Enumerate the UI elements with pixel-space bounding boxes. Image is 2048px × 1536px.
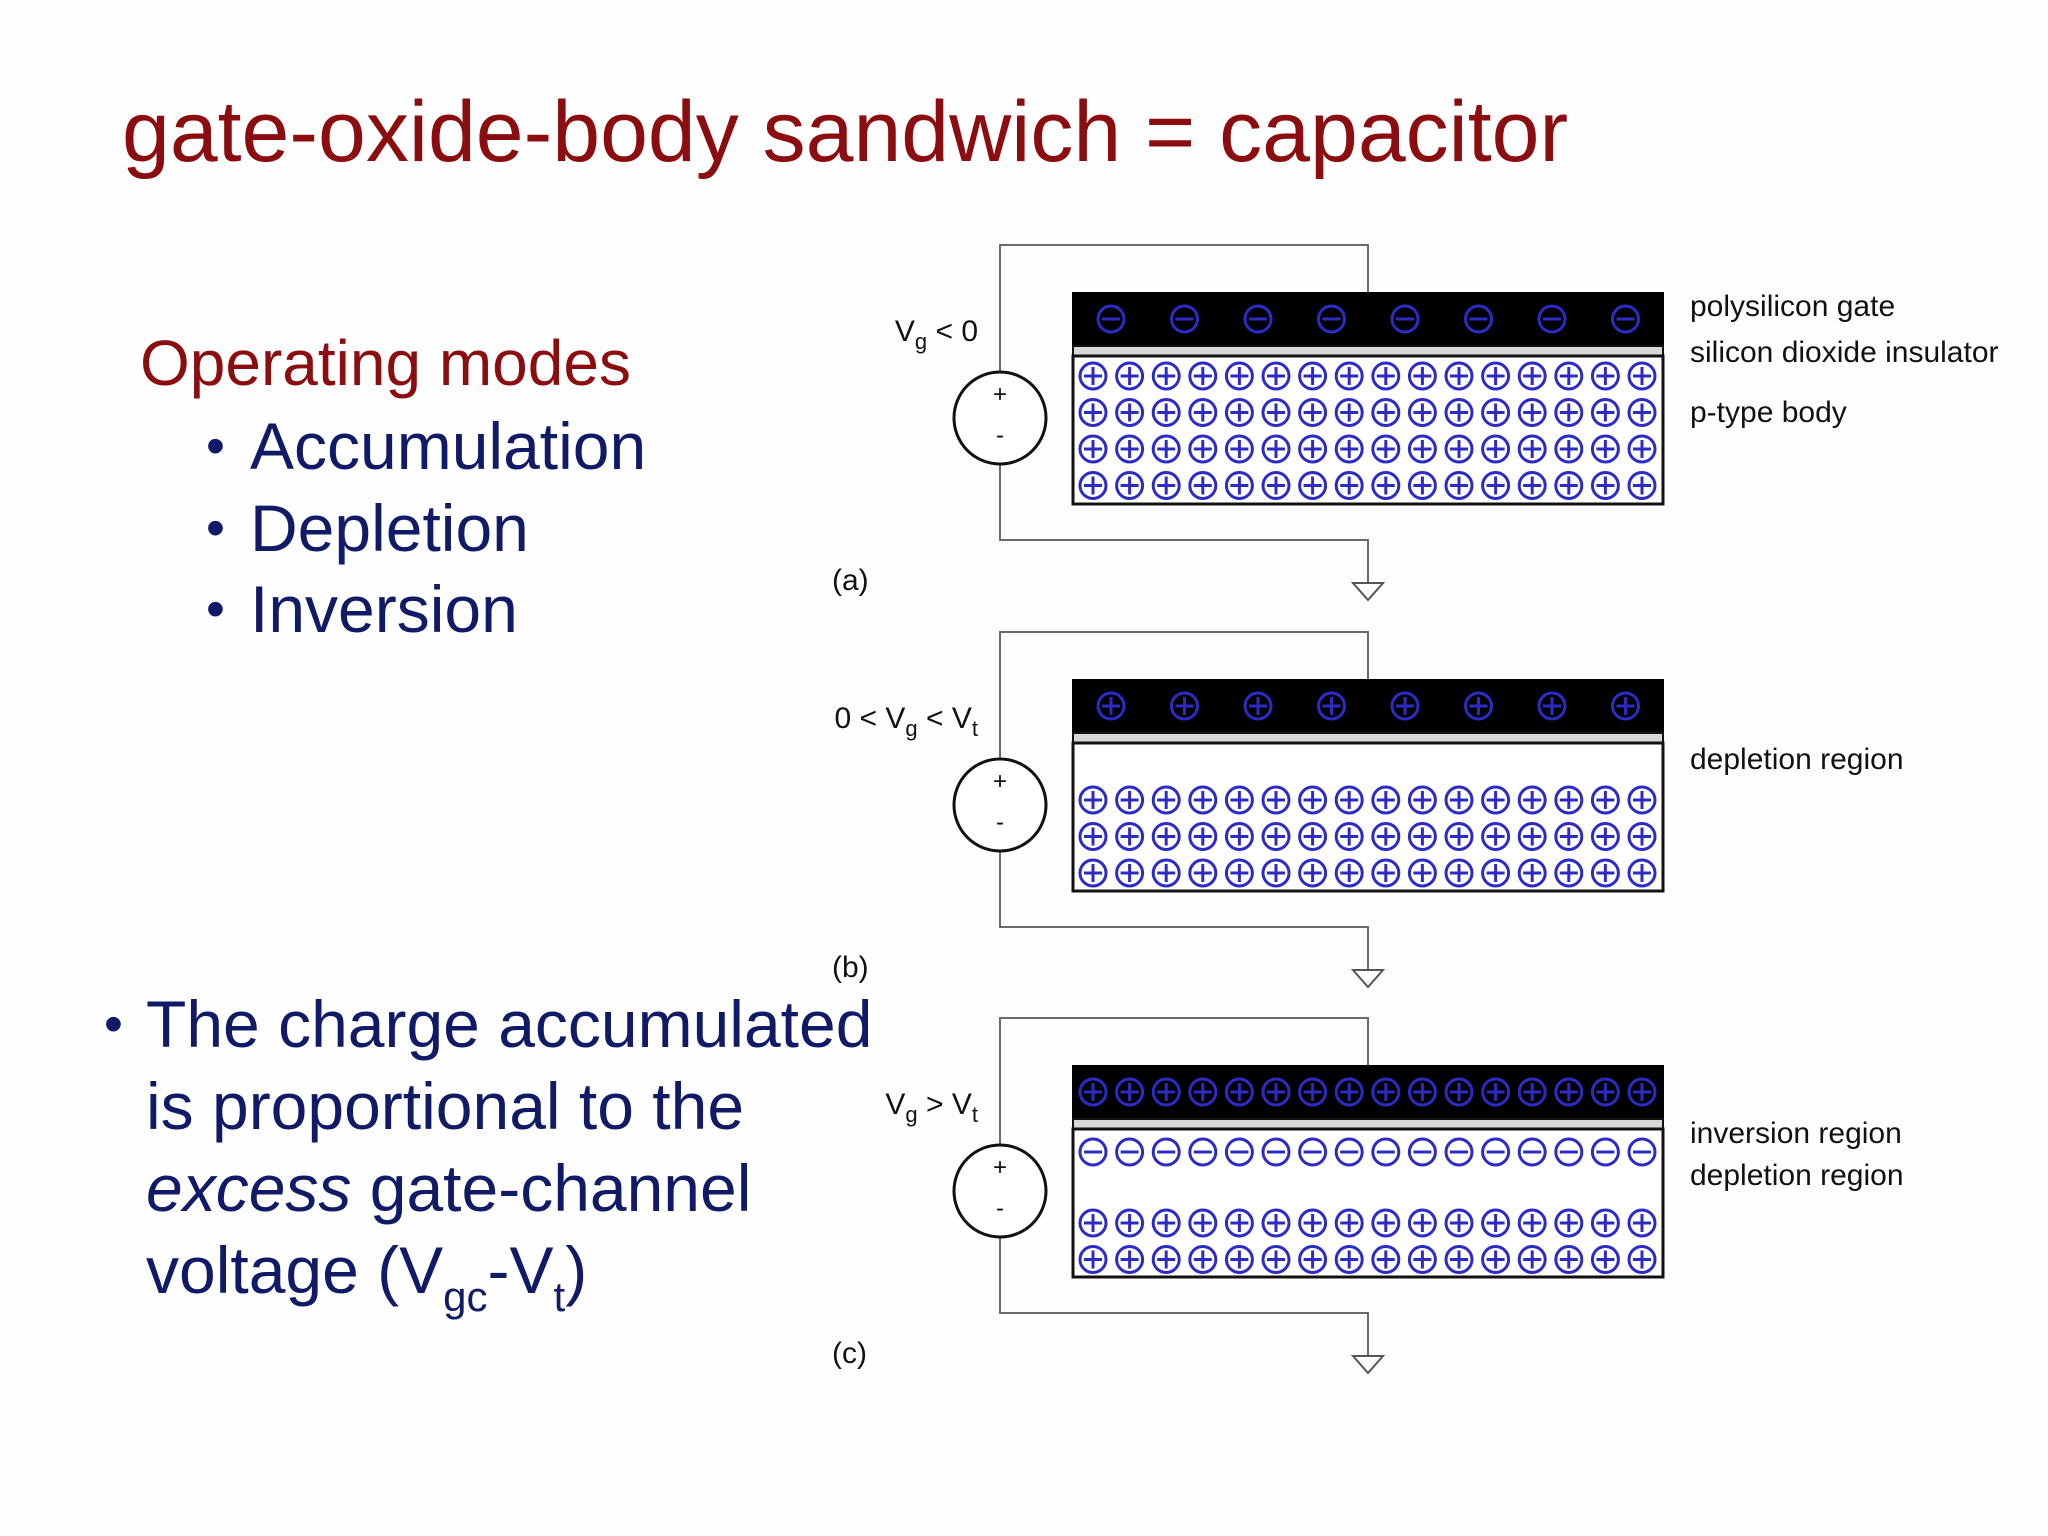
excess-emphasis: excess: [146, 1151, 352, 1225]
region-annotation: silicon dioxide insulator: [1690, 336, 1999, 369]
voltage-condition: Vg < 0: [895, 315, 978, 354]
region-annotation: depletion region: [1690, 743, 1904, 776]
polysilicon-gate: [1072, 679, 1664, 734]
p-type-body: [1071, 1127, 1665, 1279]
ground-icon: [1350, 582, 1386, 602]
mode-item-accumulation: • Accumulation: [206, 408, 646, 484]
capacitor-panel-a: + - Vg < 0 (a) polysilicon gate silicon dioxi…: [832, 244, 1999, 602]
statement-line-3: excess gate-channel: [146, 1147, 751, 1229]
panel-label: (a): [832, 564, 869, 597]
statement-line-4: voltage (Vgc-Vt): [146, 1229, 588, 1318]
bullet-icon: •: [104, 994, 123, 1054]
p-type-body: [1071, 354, 1665, 506]
source-plus-label: +: [993, 1154, 1007, 1181]
mode-item-depletion: • Depletion: [206, 490, 529, 566]
voltage-source-icon: [952, 370, 1048, 466]
bottom-wire: [999, 851, 1369, 970]
voltage-suffix: ): [565, 1233, 588, 1307]
source-plus-label: +: [993, 768, 1007, 795]
source-minus-label: -: [996, 1195, 1004, 1222]
source-plus-label: +: [993, 381, 1007, 408]
bullet-icon: •: [206, 498, 225, 558]
panel-label: (b): [832, 951, 869, 984]
capacitor-panel-c: + - Vg > Vt (c) inversion region depletion re…: [832, 1017, 1904, 1375]
capacitor-panel-b: + - 0 < Vg < Vt (b) depletion region: [832, 631, 1904, 989]
mode-label: Accumulation: [250, 409, 647, 483]
statement-line-2: is proportional to the: [146, 1069, 745, 1143]
capacitor-panels: + - Vg < 0 (a) polysilicon gate silicon dioxi…: [832, 244, 1999, 1375]
source-minus-label: -: [996, 422, 1004, 449]
mode-item-inversion: • Inversion: [206, 571, 518, 647]
ground-icon: [1350, 969, 1386, 989]
statement-line-3-rest: gate-channel: [351, 1151, 752, 1225]
top-wire: [999, 1017, 1369, 1145]
ground-icon: [1350, 1355, 1386, 1375]
bullet-icon: •: [206, 416, 225, 476]
region-annotation: depletion region: [1690, 1159, 1904, 1192]
slide-title: gate-oxide-body sandwich = capacitor: [122, 84, 1569, 180]
bullet-icon: •: [206, 579, 225, 639]
voltage-source-icon: [952, 1143, 1048, 1239]
voltage-source-icon: [952, 757, 1048, 853]
polysilicon-gate: [1072, 292, 1664, 347]
voltage-condition: 0 < Vg < Vt: [835, 702, 978, 741]
statement-line-1: The charge accumulated: [146, 987, 873, 1061]
voltage-prefix: voltage (V: [146, 1233, 444, 1307]
mode-label: Depletion: [250, 491, 529, 565]
operating-modes-heading: Operating modes: [140, 327, 631, 399]
region-annotation: inversion region: [1690, 1117, 1902, 1150]
region-annotation: p-type body: [1690, 396, 1847, 429]
mode-label: Inversion: [250, 572, 518, 646]
voltage-minus: -V: [487, 1233, 554, 1307]
p-type-body: [1071, 741, 1665, 893]
panel-label: (c): [832, 1337, 867, 1370]
top-wire: [999, 631, 1369, 759]
bottom-wire: [999, 464, 1369, 583]
bottom-wire: [999, 1237, 1369, 1356]
voltage-subscript-t: t: [553, 1273, 566, 1320]
voltage-condition: Vg > Vt: [885, 1088, 978, 1127]
voltage-subscript-gc: gc: [443, 1273, 488, 1320]
source-minus-label: -: [996, 809, 1004, 836]
region-annotation: polysilicon gate: [1690, 290, 1895, 323]
top-wire: [999, 244, 1369, 372]
